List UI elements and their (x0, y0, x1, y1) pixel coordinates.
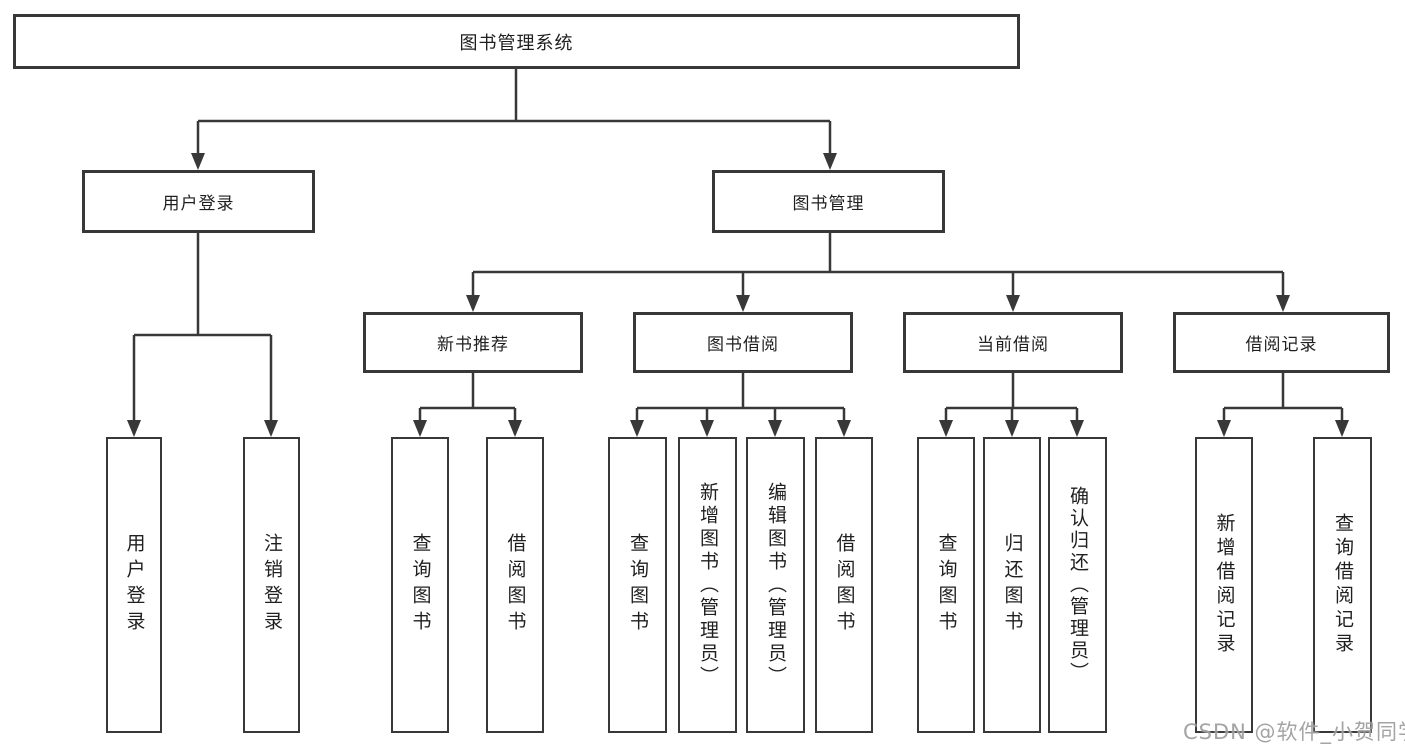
node-root-label: 图书管理系统 (459, 32, 574, 54)
node-borrowing-records-label: 借阅记录 (1245, 335, 1318, 355)
leaf-user-login: 用户登录 (106, 437, 162, 733)
leaf-borrow-books-recommend-label: 借阅图书 (504, 533, 527, 637)
leaf-query-borrow-record: 查询借阅记录 (1313, 437, 1372, 733)
leaf-edit-books-admin-label: 编辑图书（管理员） (765, 481, 787, 689)
leaf-edit-books-admin: 编辑图书（管理员） (746, 437, 805, 733)
node-root: 图书管理系统 (13, 14, 1020, 69)
leaf-borrow-books-borrowing-label: 借阅图书 (833, 533, 856, 637)
node-new-book-recommend: 新书推荐 (363, 312, 583, 373)
leaf-query-books-current: 查询图书 (917, 437, 975, 733)
leaf-confirm-return-admin-label: 确认归还（管理员） (1067, 486, 1089, 684)
leaf-add-books-admin: 新增图书（管理员） (678, 437, 737, 733)
leaf-logout-label: 注销登录 (261, 533, 283, 637)
node-borrowing-records: 借阅记录 (1173, 312, 1390, 373)
leaf-logout: 注销登录 (243, 437, 300, 733)
leaf-add-borrow-record-label: 新增借阅记录 (1213, 513, 1236, 657)
leaf-query-books-current-label: 查询图书 (935, 533, 958, 637)
leaf-query-books-recommend: 查询图书 (391, 437, 449, 733)
leaf-add-borrow-record: 新增借阅记录 (1195, 437, 1253, 733)
leaf-user-login-label: 用户登录 (123, 533, 146, 637)
node-current-borrowing: 当前借阅 (903, 312, 1123, 373)
node-book-management: 图书管理 (712, 170, 945, 233)
leaf-query-books-borrowing: 查询图书 (608, 437, 667, 733)
node-current-borrowing-label: 当前借阅 (977, 335, 1049, 355)
leaf-borrow-books-borrowing: 借阅图书 (815, 437, 873, 733)
csdn-watermark: CSDN @软件_小贺同学 (1183, 720, 1405, 744)
leaf-return-books: 归还图书 (983, 437, 1041, 733)
leaf-query-borrow-record-label: 查询借阅记录 (1332, 513, 1354, 657)
node-book-borrowing: 图书借阅 (633, 312, 853, 373)
leaf-confirm-return-admin: 确认归还（管理员） (1048, 437, 1107, 733)
node-new-book-recommend-label: 新书推荐 (437, 335, 509, 355)
node-user-login-label: 用户登录 (162, 194, 235, 214)
leaf-return-books-label: 归还图书 (1001, 533, 1024, 637)
node-book-management-label: 图书管理 (792, 194, 865, 214)
leaf-add-books-admin-label: 新增图书（管理员） (697, 481, 719, 689)
leaf-query-books-recommend-label: 查询图书 (409, 533, 432, 637)
leaf-borrow-books-recommend: 借阅图书 (486, 437, 544, 733)
node-book-borrowing-label: 图书借阅 (707, 335, 779, 355)
node-user-login: 用户登录 (82, 170, 315, 233)
leaf-query-books-borrowing-label: 查询图书 (627, 533, 649, 637)
